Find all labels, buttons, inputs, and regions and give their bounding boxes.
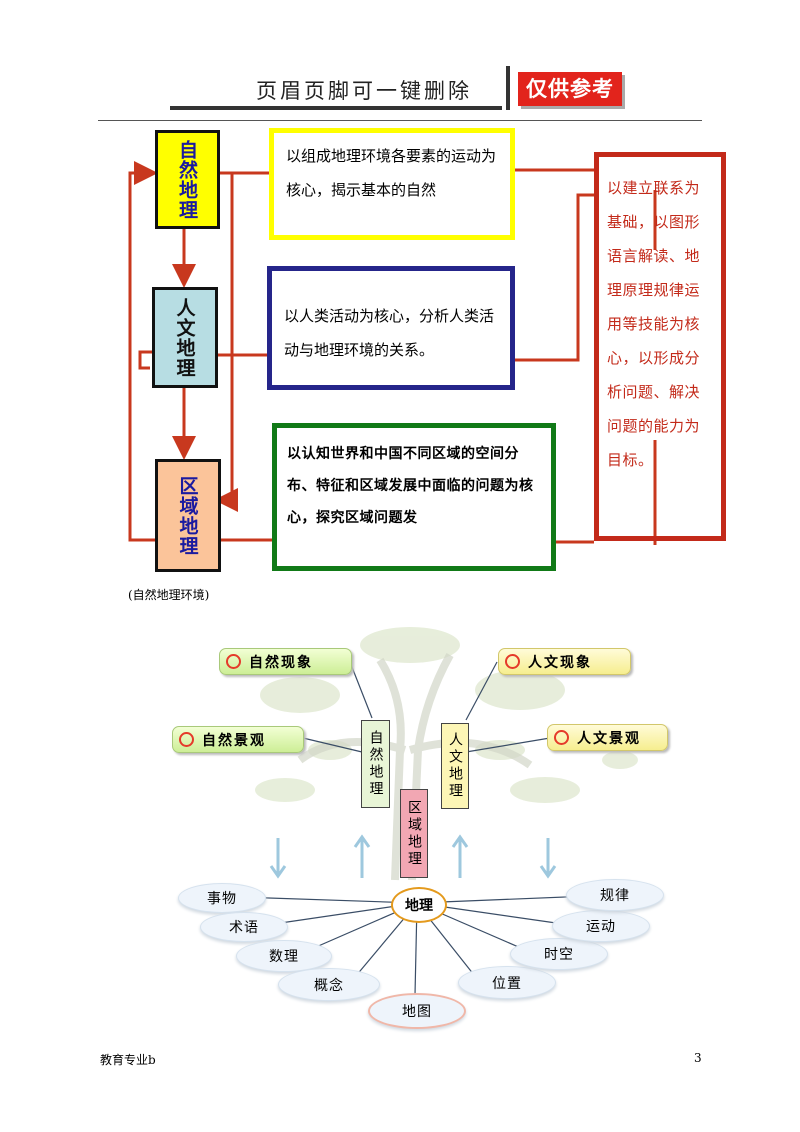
- pill-label: 自然景观: [202, 732, 266, 749]
- flow-connectors: [128, 161, 657, 545]
- circle-bullet-icon: [226, 654, 241, 669]
- header-rule: [98, 120, 702, 121]
- page-number: 3: [694, 1051, 702, 1065]
- regional-description: 以认知世界和中国不同区域的空间分布、特征和区域发展中面临的问题为核心，探究区域问…: [272, 423, 556, 571]
- branch-regional: 区域地理: [400, 789, 428, 878]
- root-item: 事物: [178, 883, 266, 913]
- natural-description: 以组成地理环境各要素的运动为核心，揭示基本的自然: [269, 128, 515, 240]
- branch-human: 人文地理: [441, 723, 469, 809]
- circle-bullet-icon: [179, 732, 194, 747]
- figure-caption: (自然地理环境): [128, 588, 210, 602]
- root-item: 地图: [368, 993, 466, 1029]
- root-item: 规律: [566, 879, 664, 911]
- reference-badge: 仅供参考: [518, 72, 622, 106]
- header-underline: [170, 106, 502, 110]
- branch-natural: 自然地理: [361, 720, 390, 808]
- pill-label: 自然现象: [249, 654, 313, 671]
- root-item: 概念: [278, 968, 380, 1001]
- root-item: 数理: [236, 940, 332, 972]
- header-separator: [506, 66, 510, 110]
- human-description: 以人类活动为核心，分析人类活动与地理环境的关系。: [267, 266, 515, 390]
- pill-label: 人文现象: [528, 654, 592, 671]
- circle-bullet-icon: [554, 730, 569, 745]
- regional-geography-box: 区域地理: [155, 459, 221, 572]
- natural-geography-box: 自然地理: [155, 130, 220, 229]
- root-item: 运动: [552, 910, 650, 942]
- pill-label: 人文景观: [577, 730, 641, 747]
- goal-box: 以建立联系为基础，以图形语言解读、地理原理规律运用等技能为核心，以形成分析问题、…: [594, 152, 726, 541]
- header-title: 页眉页脚可一键删除: [256, 79, 472, 103]
- mindmap-hub: 地理: [391, 887, 447, 923]
- root-item: 时空: [510, 938, 608, 970]
- mindmap-natural-landscape: 自然景观: [172, 726, 304, 753]
- human-geography-box: 人文地理: [152, 287, 218, 388]
- root-item: 术语: [200, 912, 288, 942]
- mindmap-human-phenomena: 人文现象: [498, 648, 631, 675]
- mindmap-natural-phenomena: 自然现象: [219, 648, 352, 675]
- root-item: 位置: [458, 966, 556, 999]
- footer-label: 教育专业b: [100, 1053, 156, 1067]
- circle-bullet-icon: [505, 654, 520, 669]
- mindmap-human-landscape: 人文景观: [547, 724, 668, 751]
